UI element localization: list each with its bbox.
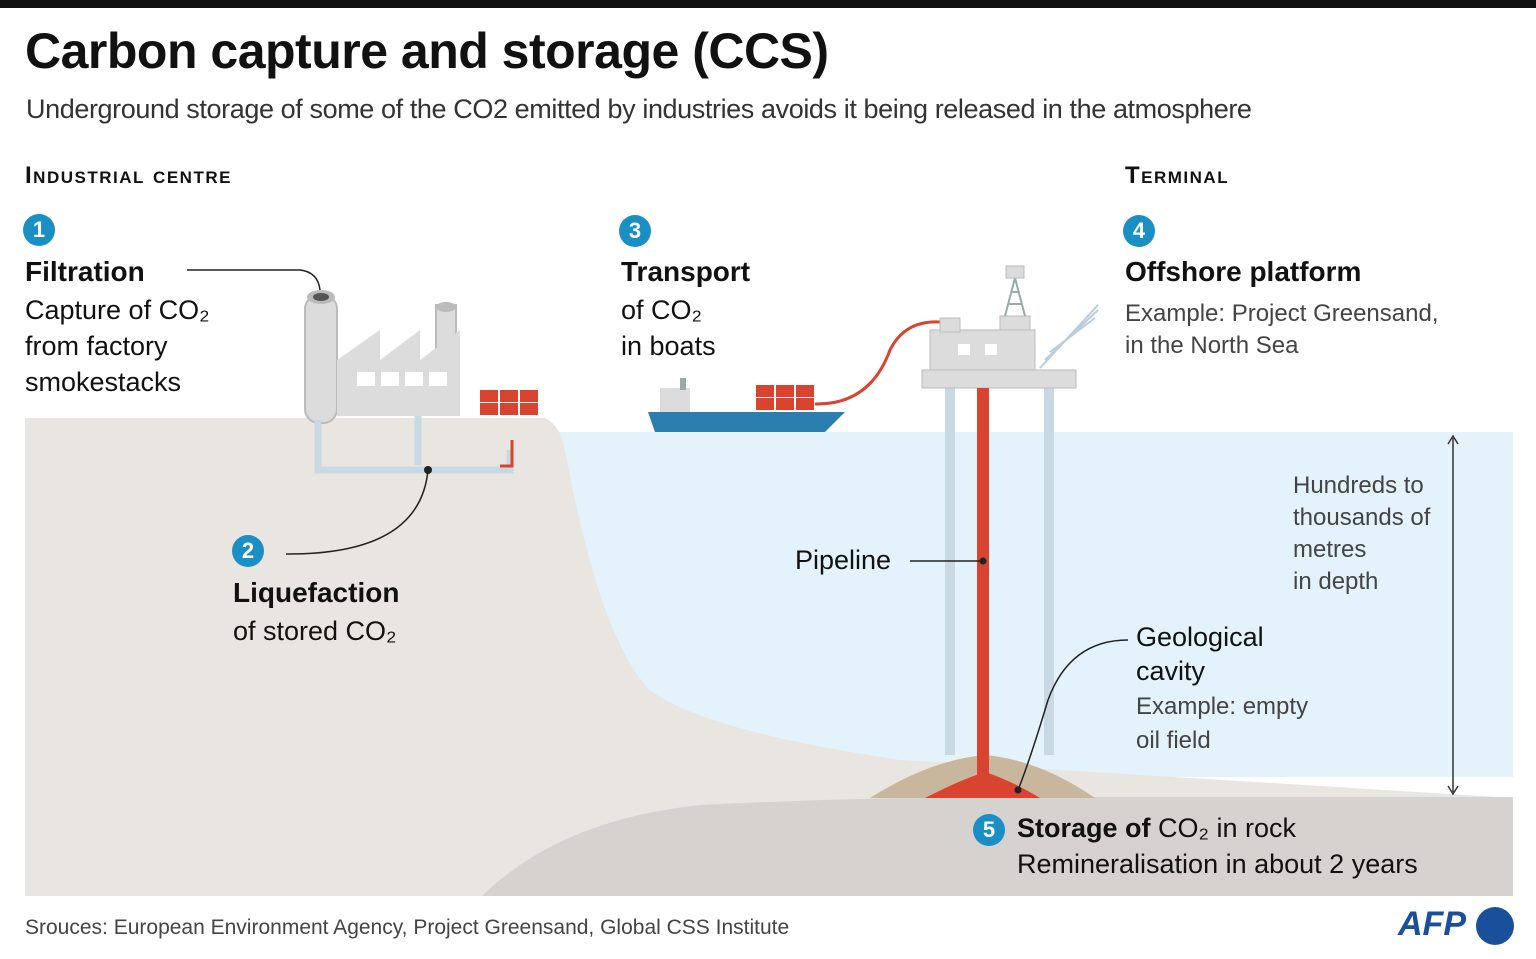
- cavity-title-line: cavity: [1136, 656, 1206, 686]
- page-subtitle: Underground storage of some of the CO2 e…: [26, 94, 1252, 124]
- factory-icon: [304, 290, 514, 474]
- depth-line: Hundreds to: [1293, 472, 1424, 499]
- step-5-title-rest: CO₂ in rock: [1150, 813, 1297, 843]
- step-3-badge: 3: [619, 215, 651, 247]
- offshore-platform-icon: [921, 265, 1099, 755]
- rock-layer: [482, 796, 1513, 896]
- co2-deposit: [925, 772, 1040, 798]
- co2-containers-land: [480, 390, 538, 415]
- section-industrial-centre: Industrial centre: [25, 162, 232, 189]
- cavity-title: Geological cavity: [1136, 620, 1264, 688]
- page-title: Carbon capture and storage (CCS): [25, 23, 829, 79]
- step-5-title-bold: Storage of: [1017, 813, 1151, 843]
- step-5-title: Storage of CO₂ in rock: [1017, 810, 1296, 846]
- depth-line: in depth: [1293, 568, 1379, 595]
- step-2-badge: 2: [232, 535, 264, 567]
- depth-label: Hundreds to thousands of metres in depth: [1293, 470, 1430, 598]
- step-4-badge: 4: [1123, 215, 1155, 247]
- depth-arrow: [1447, 434, 1459, 796]
- loading-hose: [814, 320, 941, 406]
- cavity-example-line: Example: empty: [1136, 693, 1309, 720]
- pipeline: [977, 388, 989, 778]
- cavity-title-line: Geological: [1136, 622, 1264, 652]
- cavity-example-line: oil field: [1136, 727, 1211, 754]
- step-1-line: Capture of CO₂: [25, 295, 210, 325]
- sources-note: Srouces: European Environment Agency, Pr…: [25, 916, 790, 939]
- step-1-badge: 1: [23, 214, 55, 246]
- section-terminal: Terminal: [1125, 162, 1230, 189]
- cavity-example: Example: empty oil field: [1136, 690, 1308, 758]
- step-2-desc: of stored CO₂: [233, 616, 397, 646]
- step-1-line: smokestacks: [25, 367, 182, 397]
- step-5-badge: 5: [973, 814, 1005, 846]
- depth-line: thousands of: [1293, 504, 1431, 531]
- ship-icon: [648, 378, 845, 432]
- step-4-title: Offshore platform: [1125, 256, 1362, 287]
- top-rule: [0, 0, 1536, 8]
- step-3-line: in boats: [621, 331, 716, 361]
- afp-logo: AFP: [1398, 905, 1466, 943]
- step-1-line: from factory: [25, 331, 168, 361]
- step-2-title: Liquefaction: [233, 577, 400, 608]
- step-4-desc: Example: Project Greensand, in the North…: [1125, 298, 1439, 362]
- step-3-title: Transport: [621, 256, 751, 287]
- step-3-line: of CO₂: [621, 295, 702, 325]
- step-1-desc: Capture of CO₂ from factory smokestacks: [25, 292, 210, 400]
- step-1-title: Filtration: [25, 256, 145, 287]
- pipeline-label: Pipeline: [795, 545, 892, 575]
- step-4-line: Example: Project Greensand,: [1125, 300, 1439, 327]
- land: [25, 418, 1513, 896]
- step-5-desc: Remineralisation in about 2 years: [1017, 849, 1418, 879]
- afp-logo-dot: [1476, 907, 1514, 945]
- step-4-line: in the North Sea: [1125, 332, 1299, 359]
- step-3-desc: of CO₂ in boats: [621, 292, 716, 364]
- depth-line: metres: [1293, 536, 1367, 563]
